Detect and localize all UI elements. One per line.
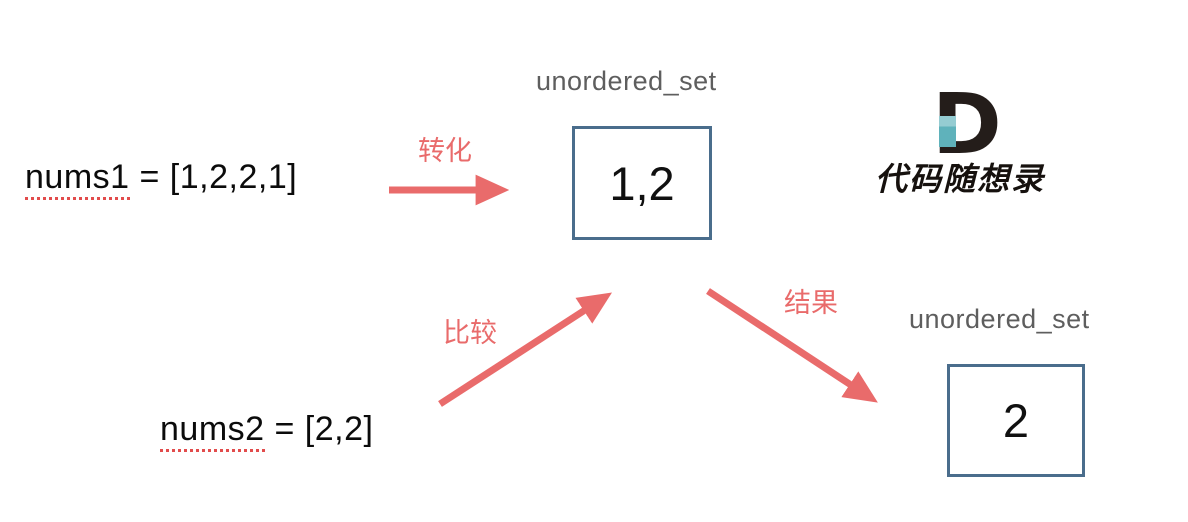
set1-box: 1,2 — [572, 126, 712, 240]
set2-contents: 2 — [1002, 394, 1030, 447]
set2-box: 2 — [947, 364, 1085, 477]
result-arrow — [706, 288, 878, 403]
set1-type-label: unordered_set — [536, 66, 717, 96]
nums1-assignment: = [1,2,2,1] — [129, 158, 298, 196]
nums1-variable: nums1 — [25, 158, 130, 200]
transform-arrow-label: 转化 — [418, 136, 472, 166]
brand-logo: D 代码随想录 — [875, 82, 1075, 200]
nums2-variable: nums2 — [160, 410, 265, 452]
nums1-expression: nums1 = [1,2,2,1] — [25, 158, 298, 200]
set1-contents: 1,2 — [609, 156, 675, 210]
result-arrow-label: 结果 — [784, 288, 838, 318]
logo-teal-bar-icon — [939, 116, 956, 147]
logo-brand-text: 代码随想录 — [875, 161, 1046, 197]
nums2-expression: nums2 = [2,2] — [160, 410, 374, 452]
nums2-assignment: = [2,2] — [264, 410, 374, 448]
set2-type-label: unordered_set — [909, 304, 1090, 334]
compare-arrow-label: 比较 — [443, 318, 497, 348]
compare-arrow — [438, 292, 613, 407]
